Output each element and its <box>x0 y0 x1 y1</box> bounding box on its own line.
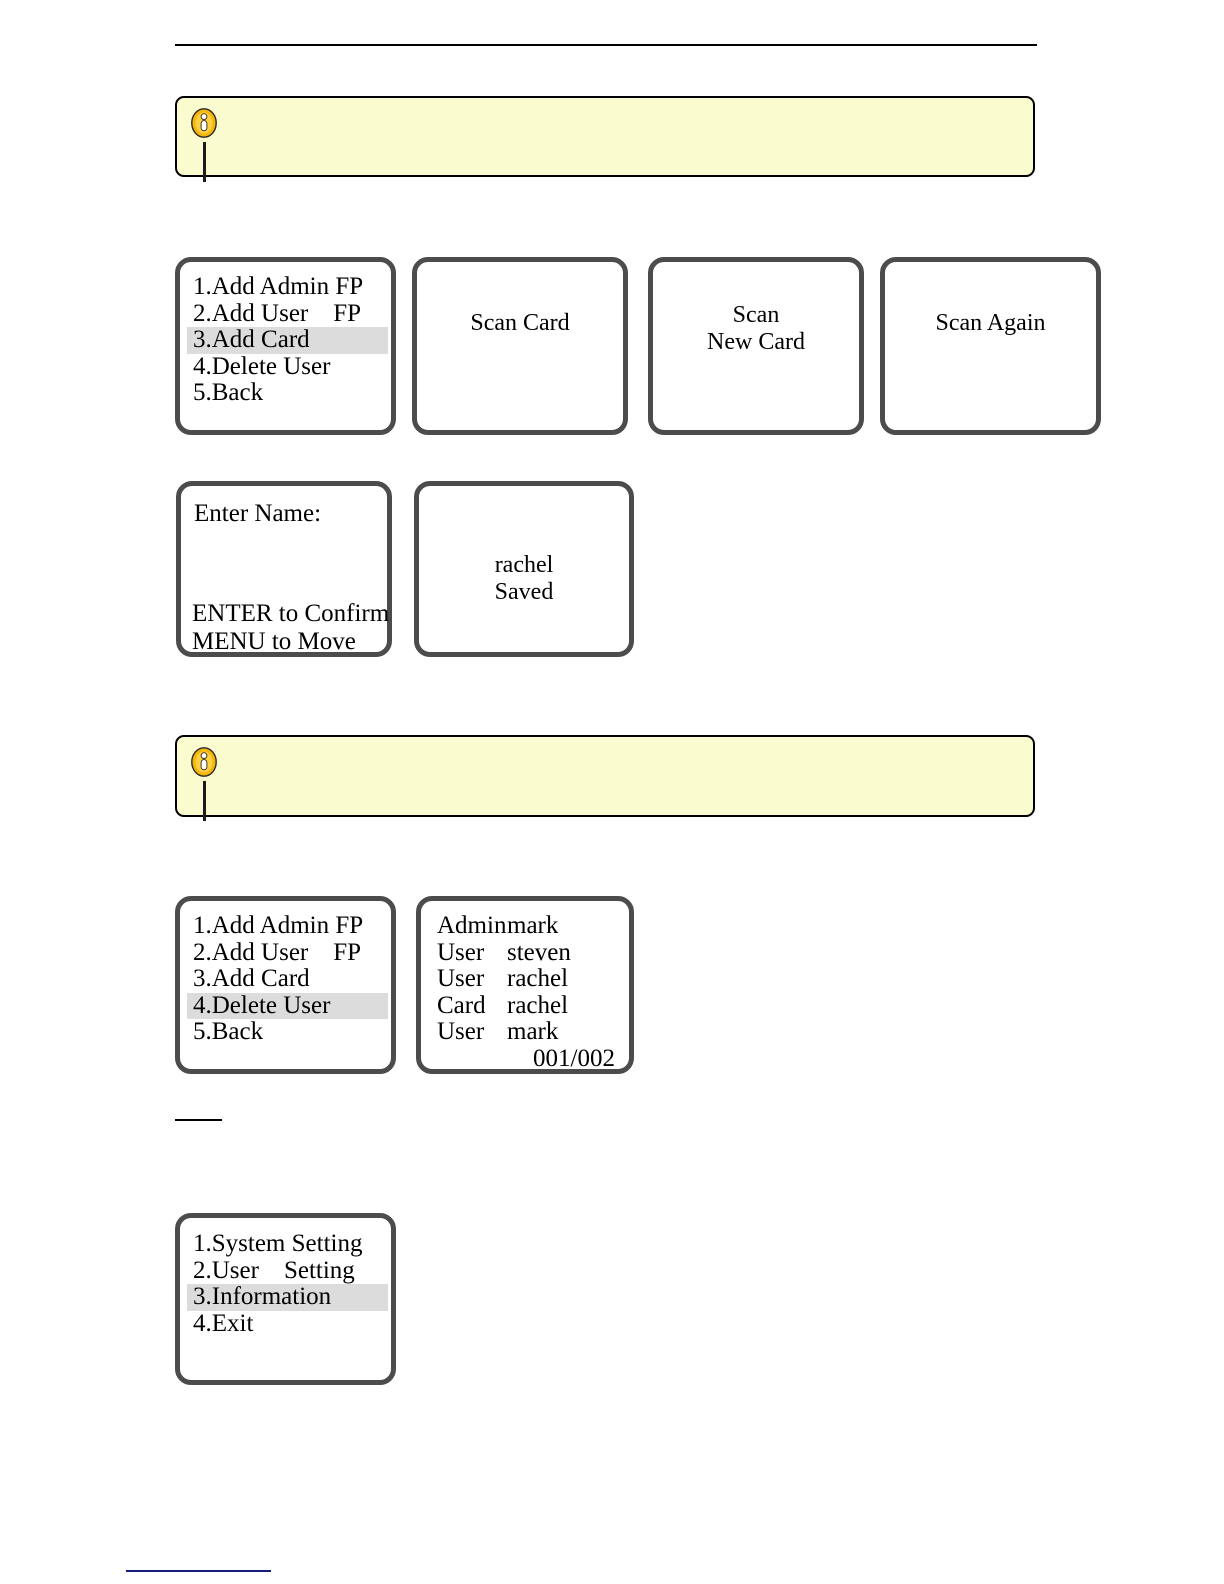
menu-list-main: 1.System Setting 2.User Setting 3.Inform… <box>187 1230 388 1337</box>
user-type: User <box>437 1018 485 1045</box>
note-callout-1 <box>175 96 1035 182</box>
user-name: rachel <box>507 991 569 1019</box>
note-callout-2 <box>175 735 1035 821</box>
user-name: rachel <box>507 965 569 992</box>
enter-name-hint-line1: ENTER to Confirm <box>192 600 390 627</box>
lcd-screen-main-menu[interactable]: 1.System Setting 2.User Setting 3.Inform… <box>175 1213 396 1385</box>
menu-list-delete-user: 1.Add Admin FP 2.Add User FP 3.Add Card … <box>187 912 388 1046</box>
user-list-counter: 001/002 <box>533 1044 615 1072</box>
info-icon <box>191 108 217 138</box>
scan-again-text: Scan Again <box>935 310 1046 336</box>
menu-item-add-admin-fp[interactable]: 1.Add Admin FP <box>193 273 364 300</box>
menu-item-add-card[interactable]: 3.Add Card <box>187 326 388 354</box>
lcd-screen-add-card-menu[interactable]: 1.Add Admin FP 2.Add User FP 3.Add Card … <box>175 257 396 435</box>
lcd-screen-delete-user-menu[interactable]: 1.Add Admin FP 2.Add User FP 3.Add Card … <box>175 896 396 1074</box>
section-separator-rule <box>175 1119 222 1121</box>
user-type: User <box>437 938 485 966</box>
menu-item-delete-user[interactable]: 4.Delete User <box>193 352 331 380</box>
lcd-screen-user-list[interactable]: Admin mark User steven User rachel Card … <box>416 896 634 1074</box>
user-list-row[interactable]: Card rachel <box>437 991 615 1020</box>
user-name: mark <box>507 912 559 939</box>
user-name: steven <box>507 938 571 966</box>
menu-item-system-setting[interactable]: 1.System Setting <box>193 1230 363 1257</box>
info-icon <box>191 747 217 777</box>
menu-item-add-user-fp[interactable]: 2.Add User FP <box>193 299 362 327</box>
menu-item-add-admin-fp[interactable]: 1.Add Admin FP <box>193 912 364 939</box>
user-type: Card <box>437 991 486 1019</box>
footnote-separator-rule <box>126 1570 271 1572</box>
user-type: Admin <box>437 912 507 939</box>
menu-item-delete-user[interactable]: 4.Delete User <box>187 992 388 1019</box>
note-stem-line-1 <box>203 142 206 182</box>
menu-item-information[interactable]: 3.Information <box>187 1283 388 1311</box>
lcd-screen-scan-new-card[interactable]: Scan New Card <box>648 257 864 435</box>
lcd-screen-scan-again[interactable]: Scan Again <box>880 257 1101 435</box>
lcd-screen-saved[interactable]: rachel Saved <box>414 481 634 657</box>
user-list-row[interactable]: Admin mark <box>437 912 615 940</box>
enter-name-hint-line2: MENU to Move <box>192 627 356 655</box>
menu-item-add-card[interactable]: 3.Add Card <box>193 965 310 992</box>
enter-name-prompt: Enter Name: <box>194 500 322 527</box>
lcd-screen-scan-card[interactable]: Scan Card <box>412 257 628 435</box>
saved-text: rachel Saved <box>494 552 554 605</box>
menu-list-add-card: 1.Add Admin FP 2.Add User FP 3.Add Card … <box>187 273 388 407</box>
menu-item-user-setting[interactable]: 2.User Setting <box>193 1256 355 1284</box>
note-icon-group-1 <box>191 108 217 182</box>
scan-card-text: Scan Card <box>470 310 570 336</box>
menu-item-add-user-fp[interactable]: 2.Add User FP <box>193 938 362 966</box>
top-horizontal-rule <box>175 44 1037 46</box>
note-icon-group-2 <box>191 747 217 821</box>
user-list-row[interactable]: User rachel <box>437 965 615 993</box>
menu-item-exit[interactable]: 4.Exit <box>193 1309 254 1337</box>
user-list-row[interactable]: User steven <box>437 938 615 967</box>
scan-new-card-text: Scan New Card <box>707 302 805 355</box>
user-list-row[interactable]: User mark <box>437 1018 615 1046</box>
menu-item-back[interactable]: 5.Back <box>193 1018 264 1045</box>
user-type: User <box>437 965 485 992</box>
user-name: mark <box>507 1018 559 1045</box>
user-list: Admin mark User steven User rachel Card … <box>437 912 615 1072</box>
menu-item-back[interactable]: 5.Back <box>193 379 264 406</box>
note-stem-line-2 <box>203 781 206 821</box>
